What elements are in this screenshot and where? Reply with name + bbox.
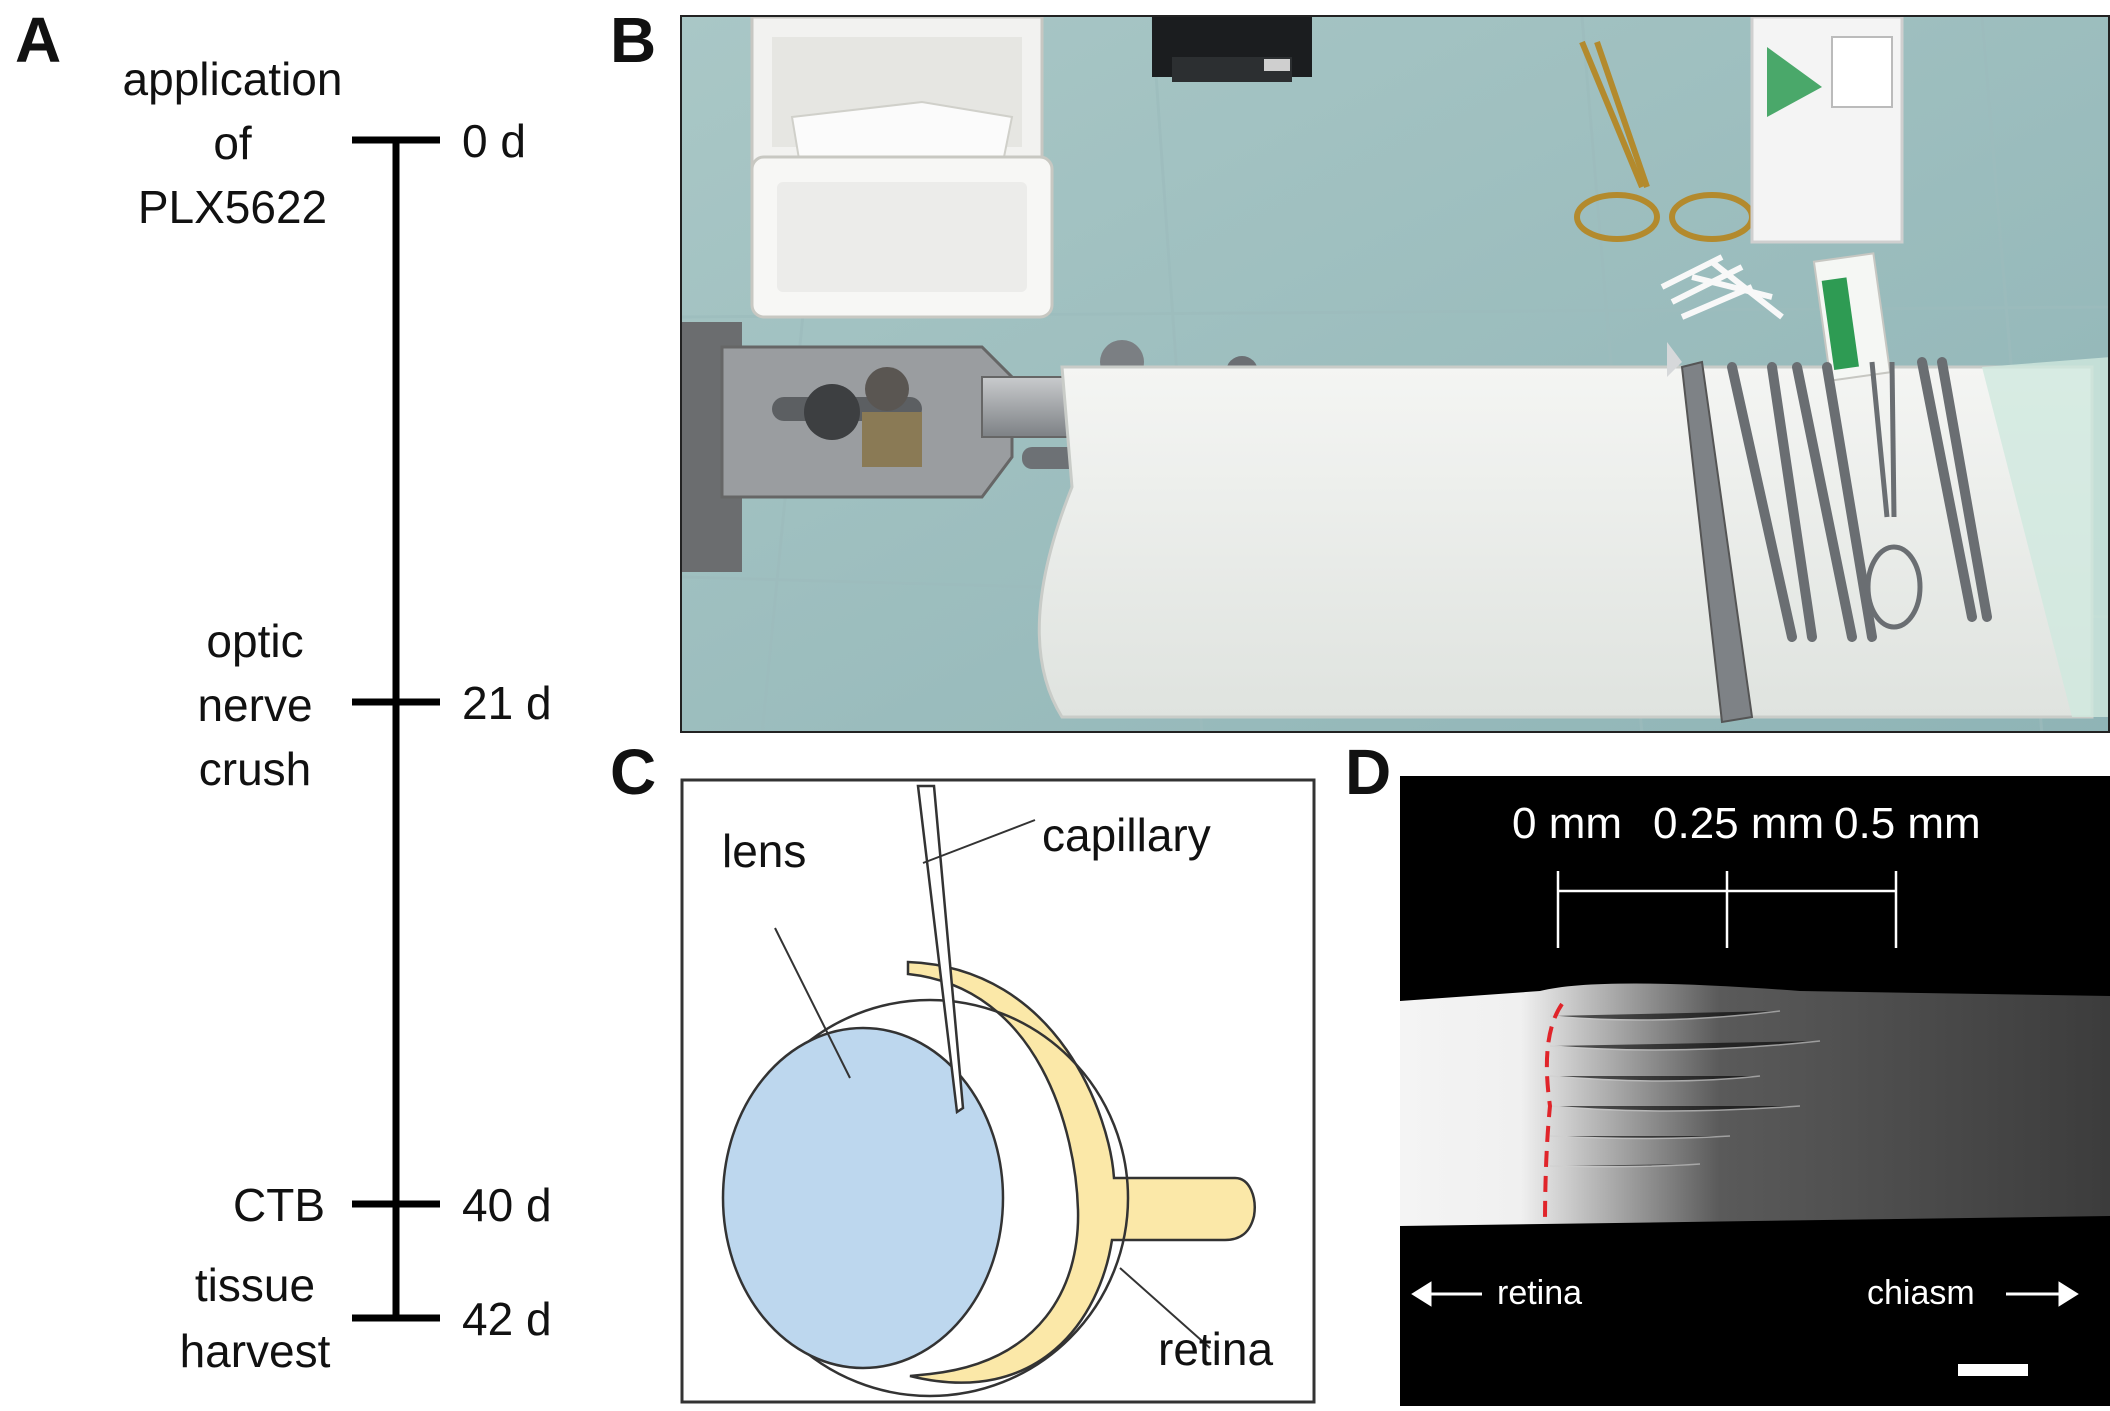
event-label-tissue-harvest: tissue harvest [150, 1262, 360, 1394]
forceps-icon [1727, 357, 1992, 642]
direction-arrows [1411, 1281, 2079, 1307]
folded-towel [1037, 365, 2094, 719]
suture-package-icon [1750, 17, 1904, 244]
day-label-40: 40 d [462, 1179, 552, 1231]
day-label-42: 42 d [462, 1293, 552, 1345]
microscope-objective-icon [1152, 17, 1312, 82]
needle-holder-icon [1574, 40, 1755, 242]
event-label-optic-nerve-crush: optic nerve crush [165, 618, 345, 810]
event-label-line: optic [206, 615, 304, 667]
capillary-shape [916, 784, 965, 1115]
event-label-line: harvest [179, 1325, 331, 1377]
scalpel-icon [1667, 342, 1754, 724]
distance-ruler [1556, 871, 1898, 948]
axon-fibers [1549, 1010, 1821, 1168]
retina-leader [1119, 1267, 1211, 1349]
ointment-tube-icon [1812, 252, 1892, 382]
event-label-line: crush [198, 743, 312, 795]
scale-label-0mm: 0 mm [1512, 799, 1622, 848]
timeline-panel: application of PLX5622 0 d optic nerve c… [0, 0, 640, 1411]
optic-nerve-tissue [1400, 983, 2110, 1226]
scale-bar [1958, 1364, 2028, 1376]
retina-shape [906, 960, 1256, 1384]
capillary-label: capillary [1042, 809, 1211, 861]
event-label-line: tissue [194, 1259, 316, 1311]
gauze-dispenser-icon [750, 17, 1054, 319]
panel-label-a: A [15, 4, 62, 76]
event-label-line: nerve [197, 679, 313, 731]
panel-label-c: C [610, 736, 657, 808]
eye-schematic-panel: lens capillary retina [680, 778, 1316, 1406]
event-label-line: application [122, 53, 343, 105]
panel-label-b: B [610, 4, 657, 76]
event-label-line: of [213, 117, 252, 169]
lens-shape [721, 1026, 1005, 1370]
micro-scissors-icon [1865, 361, 1923, 630]
event-label-ctb: CTB [233, 1179, 325, 1231]
crush-site-marker [1543, 1002, 1564, 1227]
green-wrap [1982, 357, 2108, 717]
day-label-0: 0 d [462, 115, 526, 167]
lens-leader [774, 927, 851, 1079]
scale-label-05mm: 0.5 mm [1834, 799, 1981, 848]
timeline-axis [352, 136, 440, 1322]
panel-label-d: D [1345, 736, 1392, 808]
eye-schematic [680, 778, 1316, 1404]
retina-direction-label: retina [1497, 1274, 1583, 1312]
event-label-application: application of PLX5622 [90, 56, 375, 248]
surgical-setup-illustration [682, 17, 2108, 731]
capillary-leader [922, 819, 1036, 864]
scale-label-025mm: 0.25 mm [1653, 799, 1825, 848]
cotton-sticks-icon [1660, 254, 1784, 320]
chiasm-direction-label: chiasm [1867, 1274, 1975, 1312]
event-label-line: PLX5622 [137, 181, 328, 233]
surgical-setup-photo [680, 15, 2110, 733]
lens-label: lens [722, 825, 807, 877]
day-label-21: 21 d [462, 677, 552, 729]
retina-label: retina [1158, 1323, 1274, 1375]
optic-nerve-micrograph: 0 mm 0.25 mm 0.5 mm retina chiasm [1400, 776, 2110, 1406]
micrograph-image [1400, 871, 2110, 1376]
